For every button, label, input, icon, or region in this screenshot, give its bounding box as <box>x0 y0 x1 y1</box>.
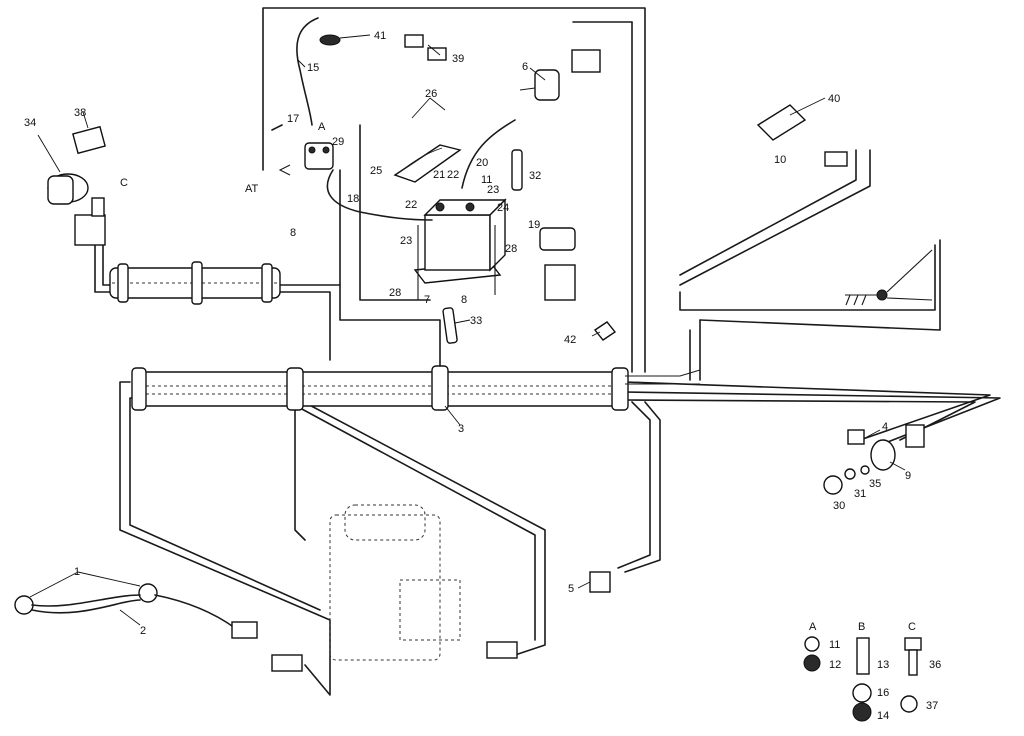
label-18: 18 <box>347 193 359 205</box>
battery <box>413 198 507 300</box>
washer-41 <box>319 34 341 46</box>
leader-lines <box>29 34 906 626</box>
label-31: 31 <box>854 488 866 500</box>
label-19: 19 <box>528 219 540 231</box>
headlights-1 <box>14 583 258 639</box>
label-23a: 23 <box>487 184 499 196</box>
label-22b: 22 <box>405 199 417 211</box>
hardware-legend <box>803 636 922 722</box>
decal-40 <box>756 104 807 141</box>
label-20: 20 <box>476 157 488 169</box>
label-28a: 28 <box>505 243 517 255</box>
wire-outlines <box>94 7 1001 696</box>
plug-left <box>271 654 303 672</box>
clip-42 <box>593 321 617 341</box>
label-36: 36 <box>929 659 941 671</box>
label-26: 26 <box>425 88 437 100</box>
label-32: 32 <box>529 170 541 182</box>
label-2: 2 <box>140 625 146 637</box>
cable-15 <box>296 17 319 126</box>
label-33: 33 <box>470 315 482 327</box>
label-12: 12 <box>829 659 841 671</box>
label-1: 1 <box>74 566 80 578</box>
label-13: 13 <box>877 659 889 671</box>
connector-19 <box>539 227 576 301</box>
label-ref-b-legend: B <box>858 621 865 633</box>
coil-34 <box>47 173 106 246</box>
label-ref-at: AT <box>245 183 259 195</box>
label-17: 17 <box>287 113 299 125</box>
label-15: 15 <box>307 62 319 74</box>
label-29: 29 <box>332 136 344 148</box>
label-ref-a: A <box>318 121 326 133</box>
label-35: 35 <box>869 478 881 490</box>
label-41: 41 <box>374 30 386 42</box>
battery-cover <box>393 144 462 183</box>
sleeve-33 <box>442 307 458 344</box>
connector-pair-39 <box>404 34 447 61</box>
upper-harness-tube <box>109 261 281 305</box>
label-ref-c: C <box>120 177 128 189</box>
label-9: 9 <box>905 470 911 482</box>
switch-5 <box>589 571 611 593</box>
label-10: 10 <box>774 154 786 166</box>
label-42: 42 <box>564 334 576 346</box>
label-40: 40 <box>828 93 840 105</box>
label-23b: 23 <box>400 235 412 247</box>
label-14: 14 <box>877 710 889 722</box>
label-30: 30 <box>833 500 845 512</box>
label-11a: 11 <box>481 174 492 186</box>
label-28b: 28 <box>389 287 401 299</box>
label-25: 25 <box>370 165 382 177</box>
fuse-holder-10 <box>824 151 848 167</box>
label-37: 37 <box>926 700 938 712</box>
plug-engine <box>486 641 518 659</box>
ground-symbol <box>845 249 933 306</box>
connector-6 <box>519 49 601 101</box>
label-ref-a-legend: A <box>809 621 817 633</box>
cable-20 <box>461 119 516 189</box>
label-21: 21 <box>433 169 445 181</box>
label-5: 5 <box>568 583 574 595</box>
label-6: 6 <box>522 61 528 73</box>
engine-outline <box>329 504 461 661</box>
label-24: 24 <box>497 202 509 214</box>
label-39: 39 <box>452 53 464 65</box>
label-16: 16 <box>877 687 889 699</box>
label-7: 7 <box>424 294 430 306</box>
ignition-switch-9 <box>823 424 925 495</box>
label-34: 34 <box>24 117 36 129</box>
label-11b: 11 <box>829 639 840 651</box>
screw-17 <box>271 124 283 131</box>
part-labels: 1 2 3 4 5 6 7 8 8 9 10 11 11 12 13 14 15… <box>24 30 941 722</box>
main-harness-tube <box>131 365 701 411</box>
sleeve-32 <box>511 149 523 191</box>
label-8b: 8 <box>290 227 296 239</box>
label-38: 38 <box>74 107 86 119</box>
bracket-38 <box>72 125 106 155</box>
label-4: 4 <box>882 421 888 433</box>
cable-18 <box>326 169 433 221</box>
solenoid <box>278 142 334 176</box>
label-8a: 8 <box>461 294 467 306</box>
label-3: 3 <box>458 423 464 435</box>
label-ref-c-legend: C <box>908 621 916 633</box>
label-22a: 22 <box>447 169 459 181</box>
